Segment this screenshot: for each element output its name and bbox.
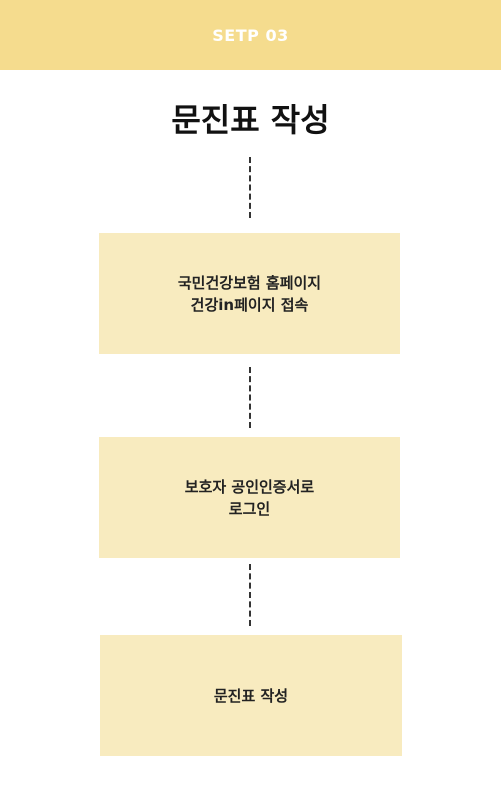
step-2-line-2: 로그인 xyxy=(228,499,271,518)
step-1-line-2: 건강in페이지 접속 xyxy=(190,295,309,314)
page-title: 문진표 작성 xyxy=(171,101,330,139)
connector-line-1 xyxy=(249,157,251,218)
step-3-line-1: 문진표 작성 xyxy=(213,686,289,705)
step-2-line-1: 보호자 공인인증서로 xyxy=(184,477,315,496)
step-box-2: 보호자 공인인증서로 로그인 xyxy=(99,437,400,558)
step-box-1: 국민건강보험 홈페이지 건강in페이지 접속 xyxy=(99,233,400,354)
step-header: SETP 03 xyxy=(0,0,501,70)
connector-line-3 xyxy=(249,564,251,626)
step-box-3: 문진표 작성 xyxy=(100,635,402,756)
connector-line-2 xyxy=(249,367,251,428)
step-1-line-1: 국민건강보험 홈페이지 xyxy=(177,273,322,292)
step-label: SETP 03 xyxy=(212,25,289,45)
